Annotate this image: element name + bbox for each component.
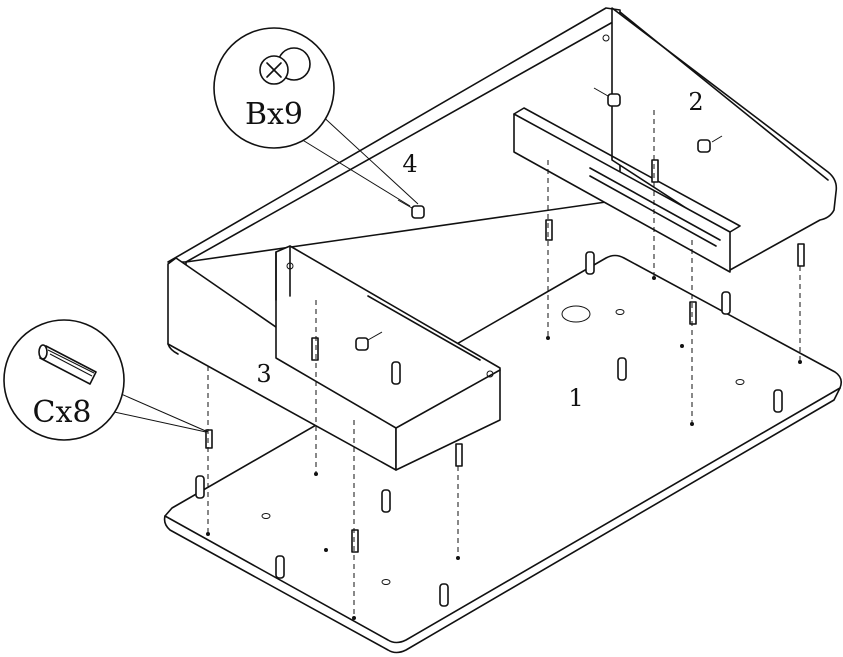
dowel	[797, 243, 805, 267]
cam-lock-set	[195, 251, 783, 607]
cam-lock	[721, 291, 731, 315]
dowel	[689, 301, 697, 325]
cam-lock	[585, 251, 595, 275]
cam-lock	[773, 389, 783, 413]
cam-lock	[195, 475, 205, 499]
base-panel	[163, 254, 842, 654]
left-side-panel	[167, 245, 501, 471]
right-side-panel	[513, 7, 838, 273]
dowel-callout: Cx8	[3, 319, 209, 441]
cam-lock	[381, 489, 391, 513]
callout-circle	[3, 319, 125, 441]
cam-bolt	[697, 135, 723, 153]
dowel	[455, 443, 463, 467]
cam-lock	[439, 583, 449, 607]
dowel-set	[205, 159, 805, 553]
wooden-dowel-icon	[38, 344, 97, 385]
base-holes	[206, 276, 802, 620]
dowel	[545, 219, 553, 241]
cam-bolt-callout: Bx9	[213, 27, 419, 207]
callout-label: Cx8	[33, 395, 92, 430]
dowel	[351, 529, 359, 553]
part-number-left-side: 3	[256, 360, 271, 388]
cam-bolt	[355, 331, 383, 351]
part-number-right-side: 2	[688, 88, 703, 116]
alignment-lines	[207, 110, 801, 616]
cam-bolt	[593, 87, 621, 107]
cam-bolt-set	[355, 87, 723, 351]
part-number-base: 1	[568, 384, 583, 412]
cam-bolt	[397, 199, 425, 219]
cam-lock	[617, 357, 627, 381]
cam-bolt-icon	[259, 47, 311, 85]
callout-label: Bx9	[245, 97, 303, 132]
dowel	[651, 159, 659, 183]
cam-lock	[391, 361, 401, 385]
part-number-back-panel: 4	[402, 150, 417, 178]
dowel	[311, 337, 319, 361]
dowel	[205, 429, 213, 449]
cam-lock	[275, 555, 285, 579]
